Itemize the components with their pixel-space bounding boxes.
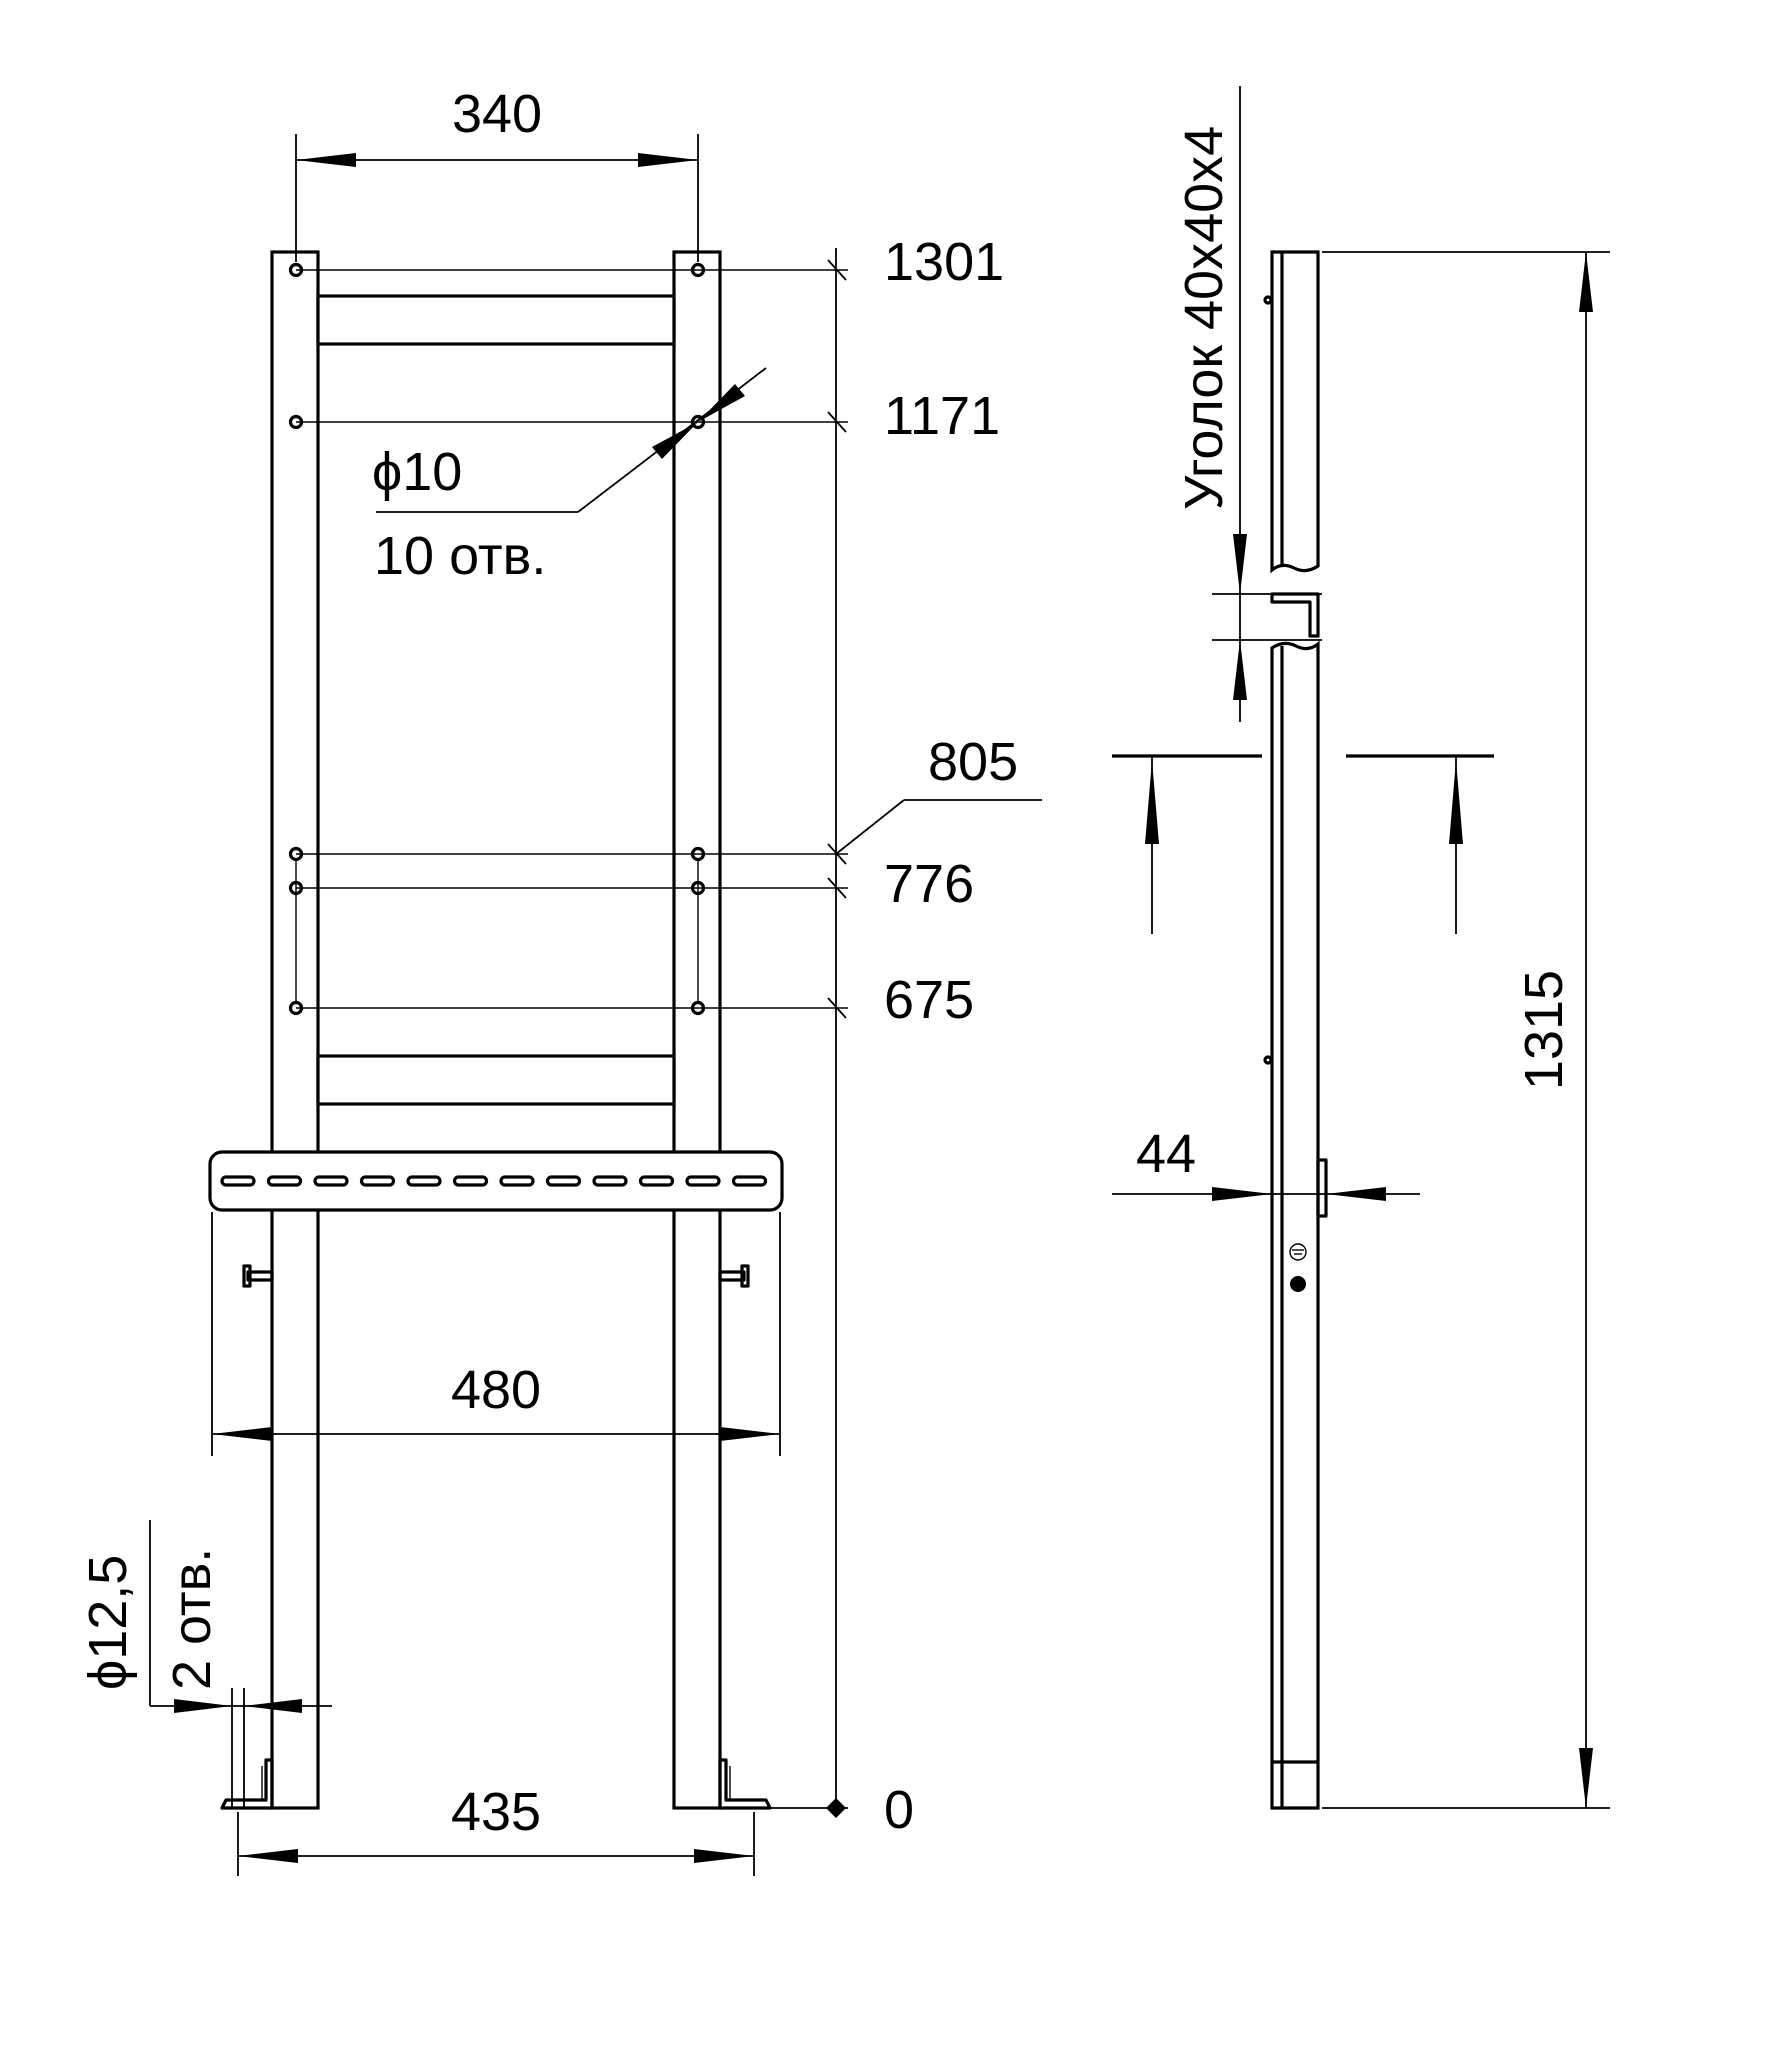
shelf-slot	[313, 1175, 349, 1187]
ground-symbol-icon	[1289, 1243, 1307, 1261]
hole-count-12-5: 2 отв.	[162, 1548, 222, 1690]
elevation-1301: 1301	[884, 232, 1004, 292]
dimension-shelf-width: 480	[451, 1360, 541, 1420]
dimension-bottom-width: 435	[451, 1782, 541, 1842]
shelf-slot	[406, 1175, 442, 1187]
elevation-776: 776	[884, 854, 974, 914]
elevation-675: 675	[884, 970, 974, 1030]
front-dimensions: 340 1301 1171 805 776 675 0 ϕ10 10 отв. …	[78, 84, 1042, 1876]
top-crossbar	[316, 294, 676, 346]
elevation-805: 805	[928, 732, 1018, 792]
angle-profile-label: Уголок 40х40х4	[1174, 126, 1234, 510]
shelf-slot	[266, 1175, 303, 1187]
angle-section	[1270, 592, 1320, 638]
side-post-upper	[1270, 250, 1320, 574]
dimension-top-width: 340	[452, 84, 542, 144]
hole-count-10: 10 отв.	[374, 526, 546, 586]
front-view	[208, 250, 848, 1810]
side-bolts	[242, 1264, 750, 1288]
hole-center-lines	[295, 269, 848, 1009]
shelf-slot	[220, 1175, 256, 1187]
shelf-slot	[359, 1175, 396, 1187]
side-view	[1263, 250, 1328, 1810]
left-post	[270, 250, 320, 1810]
depth-label: 44	[1136, 1124, 1196, 1184]
foot-angle-right	[718, 1758, 772, 1810]
right-post	[672, 250, 722, 1810]
lower-crossbar	[316, 1054, 676, 1106]
elevation-0: 0	[884, 1780, 914, 1840]
ground-bolt	[1290, 1276, 1306, 1292]
shelf-slot	[499, 1175, 535, 1187]
hole-diameter-12-5: ϕ12,5	[78, 1555, 138, 1690]
elevation-1171: 1171	[884, 386, 1000, 446]
shelf-slot	[731, 1175, 768, 1187]
shelf-slot	[452, 1175, 489, 1187]
side-post-lower	[1270, 640, 1320, 1810]
hole-diameter-10: ϕ10	[372, 442, 462, 502]
side-dimensions: Уголок 40х40х4 1315 44	[1112, 86, 1610, 1809]
slotted-shelf	[208, 1150, 784, 1212]
foot-angle-left	[220, 1758, 274, 1810]
total-height-label: 1315	[1514, 970, 1574, 1090]
shelf-slot	[638, 1175, 675, 1187]
mounting-holes	[288, 262, 706, 1016]
shelf-slot	[545, 1175, 582, 1187]
shelf-slot	[592, 1175, 628, 1187]
shelf-slot	[685, 1175, 721, 1187]
